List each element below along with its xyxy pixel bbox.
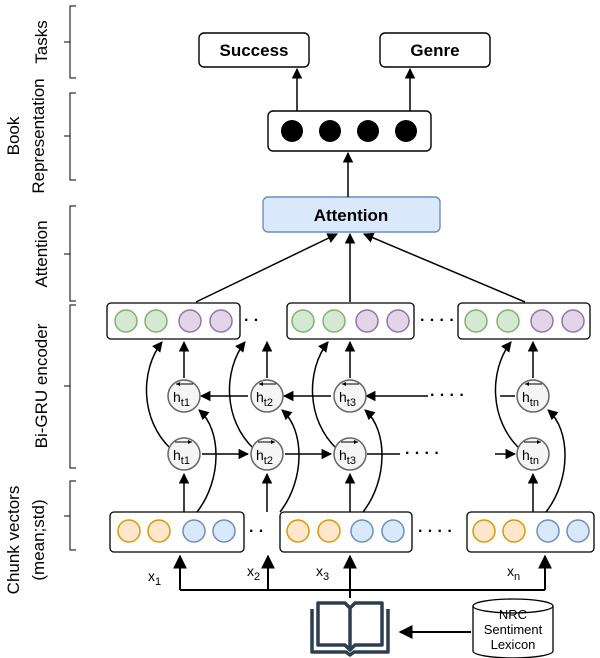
- lexicon-line1: NRC: [499, 607, 527, 622]
- svg-text:htn: htn: [522, 389, 539, 409]
- ellipsis-chunk-2: · · · ·: [418, 523, 453, 540]
- svg-text:ht3: ht3: [339, 447, 356, 467]
- svg-text:ht3: ht3: [339, 389, 356, 409]
- chunk-vector-3: [279, 511, 413, 553]
- book-rep-node-4: [395, 120, 417, 142]
- svg-text:htn: htn: [522, 447, 539, 467]
- ellipsis-forward: · · · ·: [405, 445, 440, 462]
- forward-node-n: htn: [516, 437, 550, 471]
- side-label-book-line2: Representation: [29, 78, 48, 193]
- side-label-chunk-line2: (mean;std): [29, 499, 48, 580]
- side-label-chunk-line1: Chunk vectors: [4, 486, 23, 595]
- genre-label: Genre: [410, 41, 459, 60]
- backward-node-2: ht2: [250, 379, 284, 413]
- input-label-x2: x2: [247, 563, 260, 583]
- svg-text:ht2: ht2: [256, 447, 273, 467]
- encoder-output-3: [286, 302, 415, 340]
- genre-box: [379, 32, 491, 68]
- ellipsis-top-1: · ·: [244, 312, 259, 329]
- backward-node-3: ht3: [333, 379, 367, 413]
- backward-node-1: ht1: [167, 379, 201, 413]
- book-rep-node-3: [357, 120, 379, 142]
- lexicon-line2: Sentiment: [484, 622, 543, 637]
- attention-box: [262, 196, 441, 233]
- lexicon-database-icon: [472, 598, 554, 658]
- input-label-x3: x3: [316, 563, 329, 583]
- success-label: Success: [220, 41, 289, 60]
- svg-text:ht1: ht1: [173, 447, 190, 467]
- side-label-tasks: Tasks: [32, 20, 51, 63]
- book-representation-box: [267, 110, 432, 152]
- chunk-vector-1: [109, 511, 245, 553]
- forward-node-3: ht3: [333, 437, 367, 471]
- forward-node-1: ht1: [167, 437, 201, 471]
- forward-node-2: ht2: [250, 437, 284, 471]
- attention-label: Attention: [314, 206, 389, 225]
- input-label-xn: xn: [507, 563, 520, 583]
- input-flow-lines: [173, 554, 552, 598]
- encoder-output-n: [457, 302, 591, 340]
- ellipsis-top-2: · · · ·: [420, 312, 455, 329]
- success-box: [198, 32, 310, 68]
- book-rep-node-1: [281, 120, 303, 142]
- input-label-x1: x1: [148, 568, 161, 588]
- ellipsis-chunk-1: · ·: [249, 523, 264, 540]
- encoder-output-1: [106, 302, 241, 340]
- lexicon-line3: Lexicon: [491, 637, 536, 652]
- backward-node-n: htn: [516, 379, 550, 413]
- ellipsis-back: · · · ·: [430, 387, 465, 404]
- side-label-attention: Attention: [32, 220, 51, 287]
- svg-text:ht2: ht2: [256, 389, 273, 409]
- side-brackets: [64, 5, 76, 551]
- gru-vertical-connections: [145, 340, 566, 513]
- side-label-encoder: Bi-GRU encoder: [32, 323, 51, 448]
- arrows-to-attention: [195, 232, 526, 303]
- book-rep-node-2: [319, 120, 341, 142]
- book-icon: [310, 601, 390, 657]
- side-label-book-line1: Book: [4, 116, 23, 155]
- chunk-vector-n: [466, 511, 595, 553]
- svg-text:ht1: ht1: [173, 389, 190, 409]
